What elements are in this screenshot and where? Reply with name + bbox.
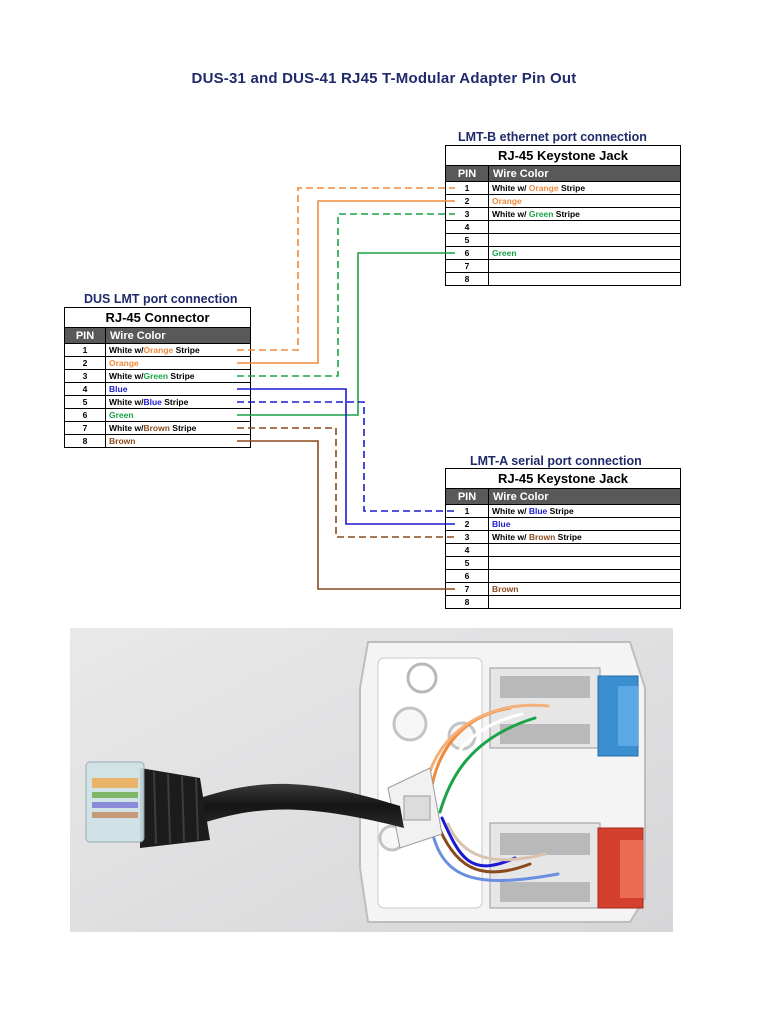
dus-caption: DUS LMT port connection bbox=[84, 292, 238, 306]
cable-boot bbox=[140, 768, 210, 848]
wire-color-text: Stripe bbox=[173, 345, 200, 355]
wire-color-text: Green bbox=[109, 410, 134, 420]
dus-color-header: Wire Color bbox=[105, 327, 251, 344]
wire-color bbox=[488, 595, 681, 609]
lmt-a-row-8: 8 bbox=[445, 595, 681, 609]
wire-color-text: White w/ bbox=[492, 183, 529, 193]
wire-color bbox=[488, 272, 681, 286]
patch-cable bbox=[200, 783, 404, 828]
wire-dus-4-to-lmt_a-2 bbox=[237, 388, 455, 525]
dus-table-title: RJ-45 Connector bbox=[64, 307, 251, 328]
upper-keystone-jack bbox=[489, 667, 639, 757]
wire-color-text: Stripe bbox=[169, 423, 197, 433]
wire-color-text: Orange bbox=[109, 358, 139, 368]
wire-color-text: Stripe bbox=[168, 371, 195, 381]
wire-color-text: Stripe bbox=[547, 506, 574, 516]
wire-color-text: Green bbox=[528, 209, 554, 219]
wire-color-text: Blue bbox=[492, 519, 511, 529]
wire-color-text: White w/ bbox=[109, 371, 144, 381]
lmt-b-row-7: 7 bbox=[445, 259, 681, 273]
lower-keystone-jack bbox=[489, 822, 644, 909]
wire-color-text: White w/ bbox=[492, 532, 529, 542]
lmt-a-caption: LMT-A serial port connection bbox=[470, 454, 642, 468]
wire-dus-2-to-lmt_b-2 bbox=[237, 200, 455, 364]
cable-tie bbox=[387, 767, 443, 849]
wire-color: White w/ Green Stripe bbox=[488, 207, 681, 221]
dus-pin-header: PIN bbox=[64, 327, 106, 344]
lmt-b-pin-header: PIN bbox=[445, 165, 489, 182]
wire-color-text: Orange bbox=[528, 183, 559, 193]
wire-color-text: Stripe bbox=[553, 209, 580, 219]
wire-color-text: Green bbox=[492, 248, 517, 258]
lmt-b-row-8: 8 bbox=[445, 272, 681, 286]
wire-color-text: White w/ bbox=[492, 506, 529, 516]
wire-color-text: Brown bbox=[528, 532, 556, 542]
wire-color-text: Orange bbox=[143, 345, 174, 355]
wire-color-text: Brown bbox=[109, 436, 136, 446]
lmt-b-color-header: Wire Color bbox=[488, 165, 681, 182]
wire-color-text: Brown bbox=[143, 423, 170, 433]
wire-dus-5-to-lmt_a-1 bbox=[237, 401, 455, 512]
lmt-b-caption: LMT-B ethernet port connection bbox=[458, 130, 647, 144]
wire-dus-7-to-lmt_a-3 bbox=[237, 427, 455, 538]
lmt-a-pin-header: PIN bbox=[445, 488, 489, 505]
wire-color-text: Stripe bbox=[555, 532, 582, 542]
wire-dus-6-to-lmt_b-6 bbox=[237, 252, 455, 416]
wire-color-text: Brown bbox=[492, 584, 519, 594]
wire-dus-3-to-lmt_b-3 bbox=[237, 213, 455, 377]
wire-color-text: White w/ bbox=[109, 345, 144, 355]
wire-color-text: Stripe bbox=[558, 183, 586, 193]
wire-color-text: Blue bbox=[109, 384, 128, 394]
wire-color-text: Stripe bbox=[161, 397, 189, 407]
wire-color-text: Blue bbox=[143, 397, 162, 407]
wire-dus-1-to-lmt_b-1 bbox=[237, 187, 455, 351]
wire-color: White w/ Blue Stripe bbox=[488, 504, 681, 518]
wiring-diagram bbox=[237, 187, 455, 590]
rj45-plug bbox=[85, 761, 145, 843]
wire-color-text: Green bbox=[143, 371, 169, 381]
wire-color-text: White w/ bbox=[109, 397, 144, 407]
wire-dus-8-to-lmt_a-7 bbox=[237, 440, 455, 590]
wire-color-text: Blue bbox=[528, 506, 548, 516]
page-title: DUS-31 and DUS-41 RJ45 T-Modular Adapter… bbox=[191, 70, 577, 87]
wire-color-text: White w/ bbox=[492, 209, 529, 219]
lmt-b-table-title: RJ-45 Keystone Jack bbox=[445, 145, 681, 166]
wire-color-text: White w/ bbox=[109, 423, 144, 433]
adapter-photo bbox=[70, 628, 673, 932]
wire-color-text: Orange bbox=[492, 196, 522, 206]
